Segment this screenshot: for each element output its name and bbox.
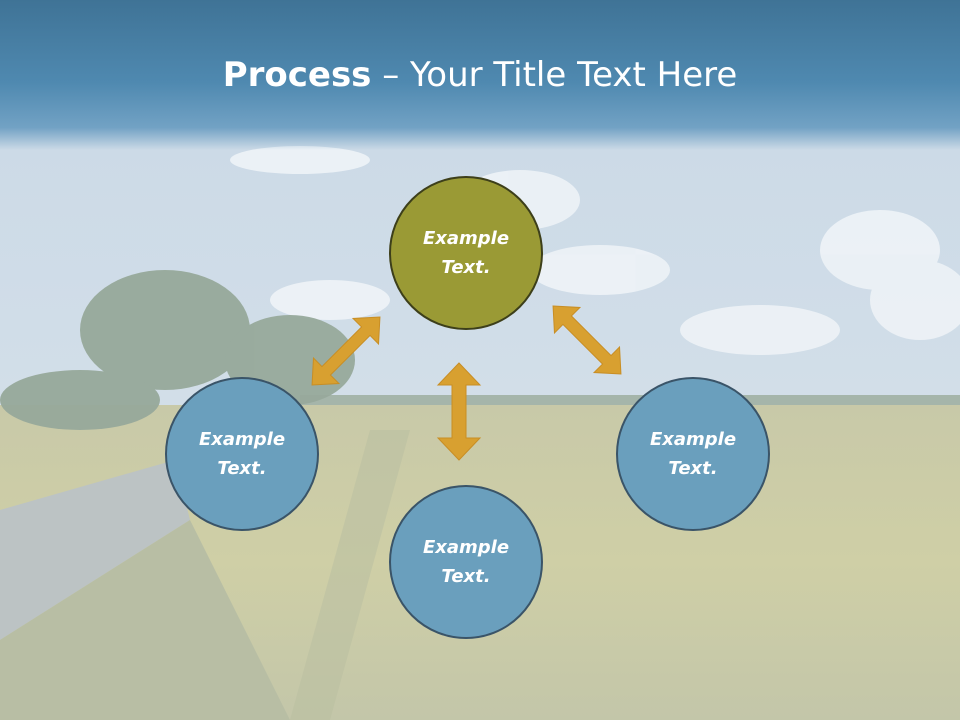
title-rest: – Your Title Text Here bbox=[371, 55, 738, 95]
arrow-top-left bbox=[311, 316, 381, 386]
arrow-vertical bbox=[436, 362, 482, 461]
node-right-label: Example Text. bbox=[649, 429, 737, 479]
node-left-label: Example Text. bbox=[198, 429, 286, 479]
node-top-label: Example Text. bbox=[422, 228, 510, 278]
node-bottom-label: Example Text. bbox=[422, 537, 510, 587]
header-band bbox=[0, 0, 960, 150]
arrow-top-right bbox=[552, 305, 622, 375]
process-node-top: Example Text. bbox=[389, 176, 543, 330]
process-node-right: Example Text. bbox=[616, 377, 770, 531]
process-node-left: Example Text. bbox=[165, 377, 319, 531]
title-bold: Process bbox=[222, 55, 372, 95]
slide-title: Process – Your Title Text Here bbox=[0, 52, 960, 98]
process-node-bottom: Example Text. bbox=[389, 485, 543, 639]
